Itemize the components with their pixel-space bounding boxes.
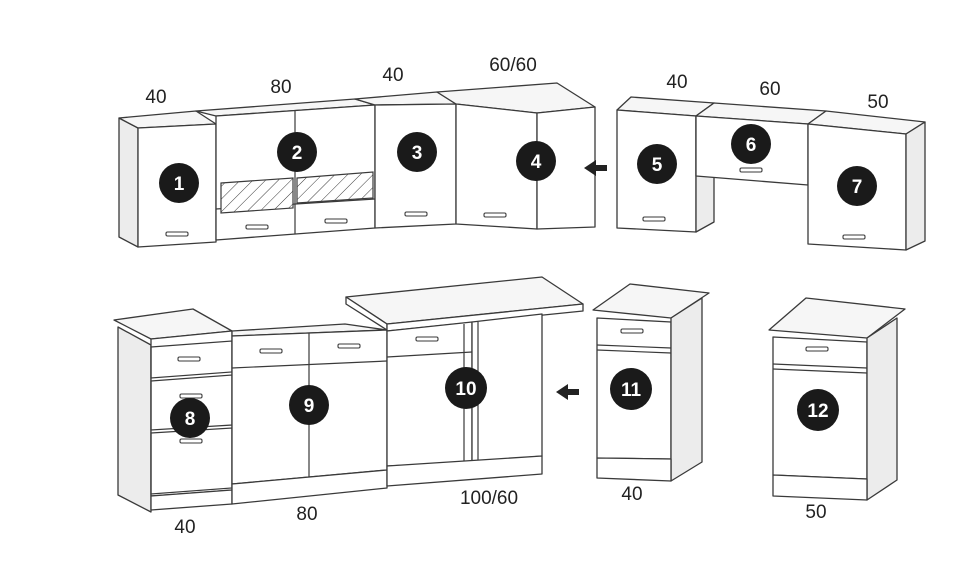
badge-4: 4 (516, 141, 556, 181)
svg-text:7: 7 (852, 177, 863, 198)
svg-text:12: 12 (807, 401, 828, 422)
base-cabinet-11 (592, 283, 710, 482)
width-label-3: 40 (382, 65, 403, 86)
svg-text:5: 5 (652, 155, 663, 176)
svg-text:8: 8 (185, 409, 196, 430)
badge-8: 8 (170, 398, 210, 438)
svg-text:2: 2 (292, 143, 303, 164)
badge-7: 7 (837, 166, 877, 206)
svg-text:3: 3 (412, 143, 423, 164)
width-label-5: 40 (666, 72, 687, 93)
svg-text:11: 11 (621, 380, 642, 401)
wall-cabinet-2 (195, 98, 376, 241)
badge-11: 11 (610, 368, 652, 410)
svg-text:4: 4 (531, 152, 542, 173)
width-label-7: 50 (867, 92, 888, 113)
svg-text:1: 1 (174, 174, 185, 195)
badge-10: 10 (445, 367, 487, 409)
badge-1: 1 (159, 163, 199, 203)
width-label-2: 80 (270, 77, 291, 98)
badge-5: 5 (637, 144, 677, 184)
svg-text:9: 9 (304, 396, 315, 417)
wall-corner-cabinet-4 (436, 82, 596, 230)
width-label-8: 40 (174, 517, 195, 538)
width-label-1: 40 (145, 87, 166, 108)
base-corner-cabinet-10 (345, 276, 584, 487)
width-label-12: 50 (805, 502, 826, 523)
width-labels-upper: 40 80 40 60/60 40 60 50 (145, 55, 888, 113)
width-label-6: 60 (759, 79, 780, 100)
width-label-10: 100/60 (460, 488, 518, 509)
badge-3: 3 (397, 132, 437, 172)
badge-12: 12 (797, 389, 839, 431)
svg-text:10: 10 (455, 379, 476, 400)
badge-6: 6 (731, 124, 771, 164)
base-cabinet-12 (768, 297, 906, 501)
width-label-11: 40 (621, 484, 642, 505)
width-label-4: 60/60 (489, 55, 537, 76)
arrow-left-icon (584, 160, 607, 176)
badge-2: 2 (277, 132, 317, 172)
width-label-9: 80 (296, 504, 317, 525)
badge-9: 9 (289, 385, 329, 425)
arrow-left-icon-2 (556, 384, 579, 400)
svg-text:6: 6 (746, 135, 757, 156)
width-labels-lower: 40 80 100/60 40 50 (174, 484, 826, 538)
